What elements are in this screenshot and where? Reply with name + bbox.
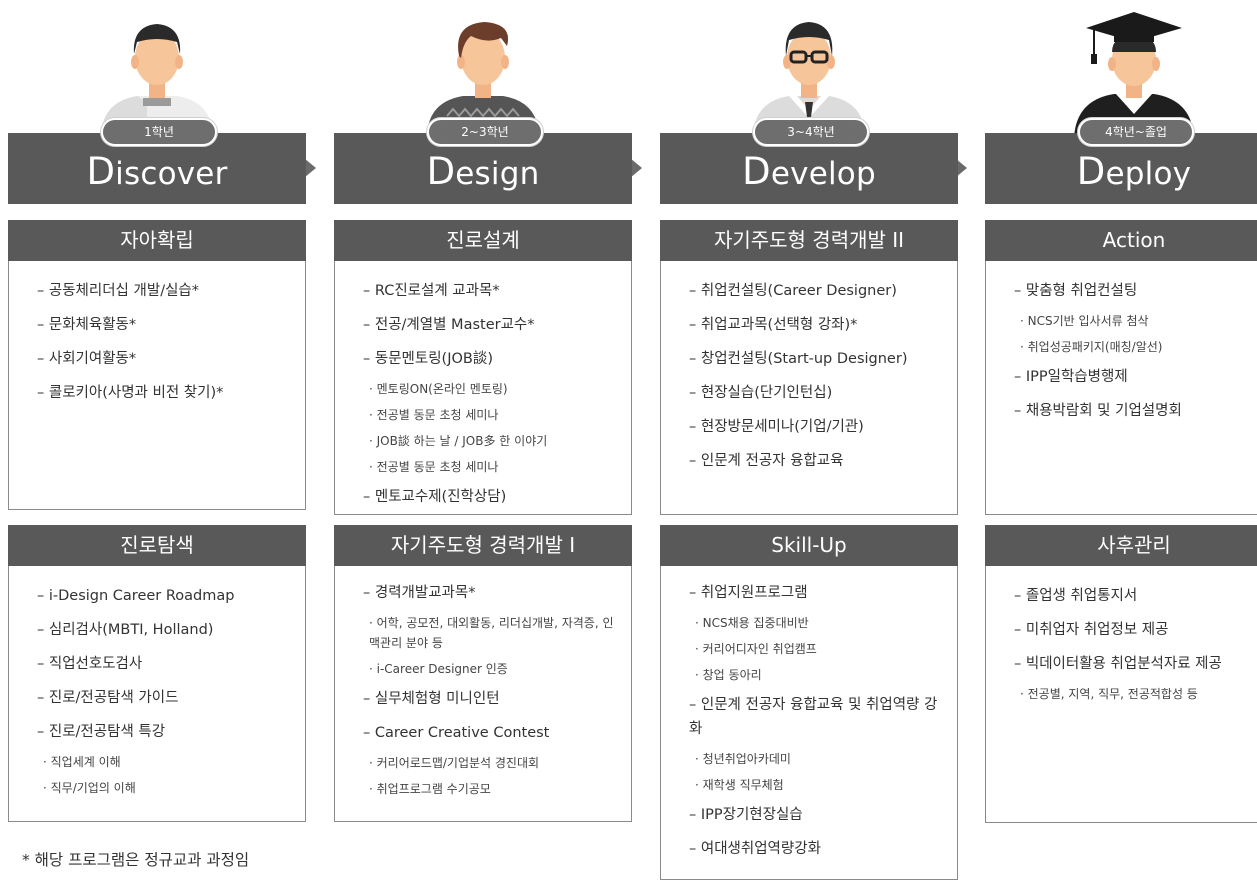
list-item: – 취업지원프로그램: [689, 585, 808, 601]
list-item: – Career Creative Contest: [363, 725, 550, 741]
list-item: – 창업컨설팅(Start-up Designer): [689, 351, 908, 367]
list-item: – 실무체험형 미니인턴: [363, 691, 500, 707]
list-item: – 진로/전공탐색 가이드: [37, 690, 179, 706]
year-badge: 4학년~졸업: [1078, 118, 1194, 146]
list-subitem: · 멘토링ON(온라인 멘토링): [369, 382, 508, 396]
list-subitem: · NCS채용 집중대비반: [695, 616, 809, 630]
list-item: – 현장실습(단기인턴십): [689, 385, 833, 401]
list-item: – IPP일학습병행제: [1014, 369, 1128, 385]
year-badge: 2~3학년: [427, 118, 543, 146]
list-subitem: · 커리어로드맵/기업분석 경진대회: [369, 756, 540, 770]
list-item: – 인문계 전공자 융합교육 및 취업역량 강화: [689, 697, 938, 737]
list-subitem: · 전공별 동문 초청 세미나: [369, 460, 499, 474]
list-item: – 경력개발교과목*: [363, 585, 476, 601]
section-title: 진로탐색: [8, 525, 306, 566]
list-subitem: · 취업프로그램 수기공모: [369, 782, 491, 796]
list-item: – 여대생취업역량강화: [689, 841, 821, 857]
year-badge: 1학년: [101, 118, 217, 146]
list-item: – 동문멘토링(JOB談): [363, 351, 494, 367]
section-box: – 취업컨설팅(Career Designer) – 취업교과목(선택형 강좌)…: [660, 261, 958, 515]
list-item: – 졸업생 취업통지서: [1014, 588, 1138, 604]
section-title: 자기주도형 경력개발 II: [660, 220, 958, 261]
list-item: – 현장방문세미나(기업/기관): [689, 419, 864, 435]
year-badge: 3~4학년: [753, 118, 869, 146]
list-subitem: · 전공별 동문 초청 세미나: [369, 408, 499, 422]
stage-column-develop: 3~4학년 Develop 자기주도형 경력개발 II – 취업컨설팅(Care…: [660, 0, 958, 880]
section-box: – 공동체리더십 개발/실습* – 문화체육활동* – 사회기여활동* – 콜로…: [8, 261, 306, 510]
section-box: – 경력개발교과목* · 어학, 공모전, 대외활동, 리더십개발, 자격증, …: [334, 566, 632, 822]
section-title: Action: [985, 220, 1257, 261]
list-item: – 빅데이터활용 취업분석자료 제공: [1014, 656, 1222, 672]
list-subitem: · 전공별, 지역, 직무, 전공적합성 등: [1020, 687, 1198, 701]
list-subitem: · 청년취업아카데미: [695, 752, 791, 766]
stage-column-discover: 1학년 Discover 자아확립 – 공동체리더십 개발/실습* – 문화체육…: [8, 0, 306, 879]
list-item: – 콜로키아(사명과 비전 찾기)*: [37, 385, 224, 401]
list-subitem: · 어학, 공모전, 대외활동, 리더십개발, 자격증, 인맥관리 분야 등: [369, 616, 614, 650]
list-subitem: · 창업 동아리: [695, 668, 762, 682]
stage-column-deploy: 4학년~졸업 Deploy Action – 맞춤형 취업컨설팅 · NCS기반…: [985, 0, 1257, 879]
list-item: – 전공/계열별 Master교수*: [363, 317, 535, 333]
section-box: – 졸업생 취업통지서 – 미취업자 취업정보 제공 – 빅데이터활용 취업분석…: [985, 566, 1257, 823]
list-subitem: · 직업세계 이해: [43, 755, 121, 769]
list-item: – 취업컨설팅(Career Designer): [689, 283, 897, 299]
list-item: – 진로/전공탐색 특강: [37, 724, 166, 740]
list-subitem: · NCS기반 입사서류 첨삭: [1020, 314, 1149, 328]
stage-column-design: 2~3학년 Design 진로설계 – RC진로설계 교과목* – 전공/계열별…: [334, 0, 632, 879]
list-subitem: · 취업성공패키지(매칭/알선): [1020, 340, 1163, 354]
list-subitem: · 직무/기업의 이해: [43, 781, 136, 795]
list-item: – 사회기여활동*: [37, 351, 137, 367]
list-item: – RC진로설계 교과목*: [363, 283, 500, 299]
section-title: 사후관리: [985, 525, 1257, 566]
list-item: – 심리검사(MBTI, Holland): [37, 622, 214, 638]
list-item: – i-Design Career Roadmap: [37, 588, 235, 604]
list-subitem: · i-Career Designer 인증: [369, 662, 508, 676]
list-item: – 인문계 전공자 융합교육: [689, 453, 844, 469]
list-item: – IPP장기현장실습: [689, 807, 803, 823]
section-box: – i-Design Career Roadmap – 심리검사(MBTI, H…: [8, 566, 306, 822]
list-item: – 맞춤형 취업컨설팅: [1014, 283, 1138, 299]
list-subitem: · 커리어디자인 취업캠프: [695, 642, 817, 656]
section-box: – RC진로설계 교과목* – 전공/계열별 Master교수* – 동문멘토링…: [334, 261, 632, 515]
list-item: – 직업선호도검사: [37, 656, 143, 672]
list-item: – 멘토교수제(진학상담): [363, 489, 507, 505]
list-item: – 미취업자 취업정보 제공: [1014, 622, 1169, 638]
list-item: – 문화체육활동*: [37, 317, 137, 333]
list-item: – 공동체리더십 개발/실습*: [37, 283, 200, 299]
section-title: 진로설계: [334, 220, 632, 261]
footnote: * 해당 프로그램은 정규교과 과정임: [22, 851, 250, 869]
list-subitem: · JOB談 하는 날 / JOB多 한 이야기: [369, 434, 548, 448]
list-item: – 취업교과목(선택형 강좌)*: [689, 317, 858, 333]
section-title: 자기주도형 경력개발 I: [334, 525, 632, 566]
section-title: Skill-Up: [660, 525, 958, 566]
section-box: – 취업지원프로그램 · NCS채용 집중대비반 · 커리어디자인 취업캠프 ·…: [660, 566, 958, 880]
section-title: 자아확립: [8, 220, 306, 261]
list-item: – 채용박람회 및 기업설명회: [1014, 403, 1182, 419]
list-subitem: · 재학생 직무체험: [695, 778, 784, 792]
section-box: – 맞춤형 취업컨설팅 · NCS기반 입사서류 첨삭 · 취업성공패키지(매칭…: [985, 261, 1257, 515]
